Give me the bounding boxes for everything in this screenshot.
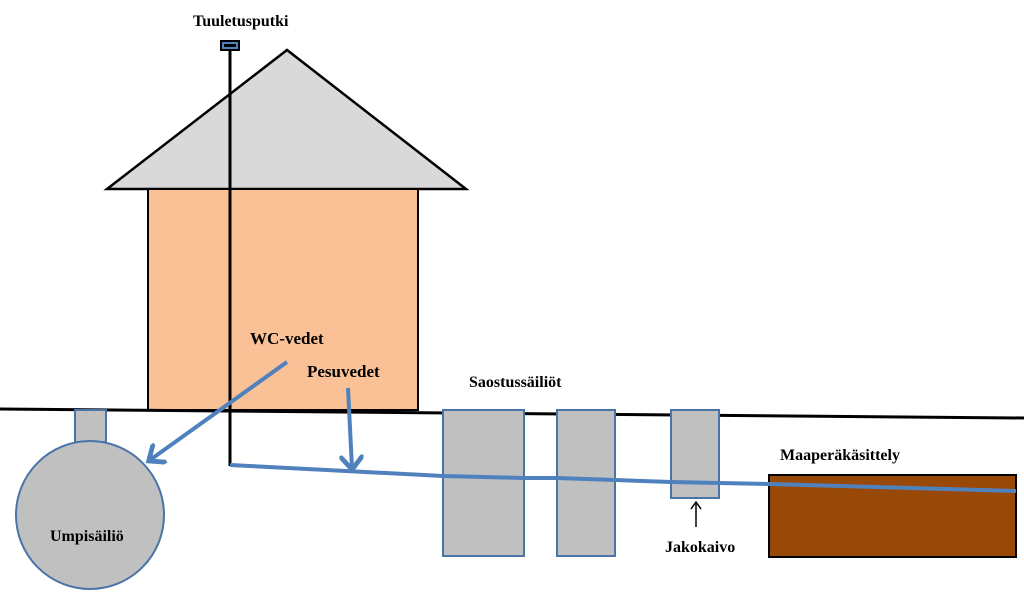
wash-water-label: Pesuvedet [307,362,380,381]
house-wall [147,188,419,411]
wash-water-arrow [348,387,352,468]
distribution-well-label: Jakokaivo [665,539,735,556]
holding-tank-neck [74,409,107,443]
septic-tank-2 [556,409,616,557]
septic-tank-1 [442,409,525,557]
main-pipe [229,463,1017,493]
vent-pipe-cap-slot [224,44,236,47]
septic-tanks-label: Saostussäiliöt [469,374,562,391]
house-roof [103,48,470,191]
distribution-well-pointer-head [690,500,702,510]
vent-pipe-label: Tuuletusputki [193,13,289,30]
wc-water-label: WC-vedet [250,329,324,348]
holding-tank-label: Umpisäiliö [50,528,124,545]
soil-treatment-label: Maaperäkäsittely [780,447,900,464]
holding-tank [15,440,165,590]
wc-water-arrow [150,360,289,460]
